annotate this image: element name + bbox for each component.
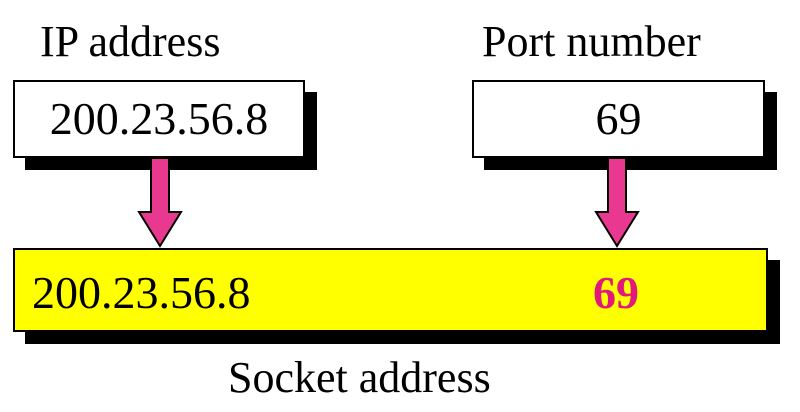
- down-arrow-icon: [137, 158, 183, 248]
- arrow-shape: [137, 158, 183, 248]
- port-number-box: 69: [472, 80, 765, 158]
- port-number-value: 69: [595, 93, 642, 144]
- socket-ip-value: 200.23.56.8: [32, 267, 251, 318]
- port-number-label: Port number: [482, 17, 701, 66]
- arrow-shape: [594, 158, 640, 248]
- down-arrow-icon: [594, 158, 640, 248]
- socket-address-box: 200.23.56.8 69: [13, 248, 768, 332]
- ip-address-label: IP address: [40, 17, 221, 66]
- ip-address-value: 200.23.56.8: [49, 93, 269, 144]
- socket-address-label: Socket address: [228, 353, 491, 402]
- ip-address-box: 200.23.56.8: [13, 80, 305, 158]
- socket-port-value: 69: [593, 267, 639, 318]
